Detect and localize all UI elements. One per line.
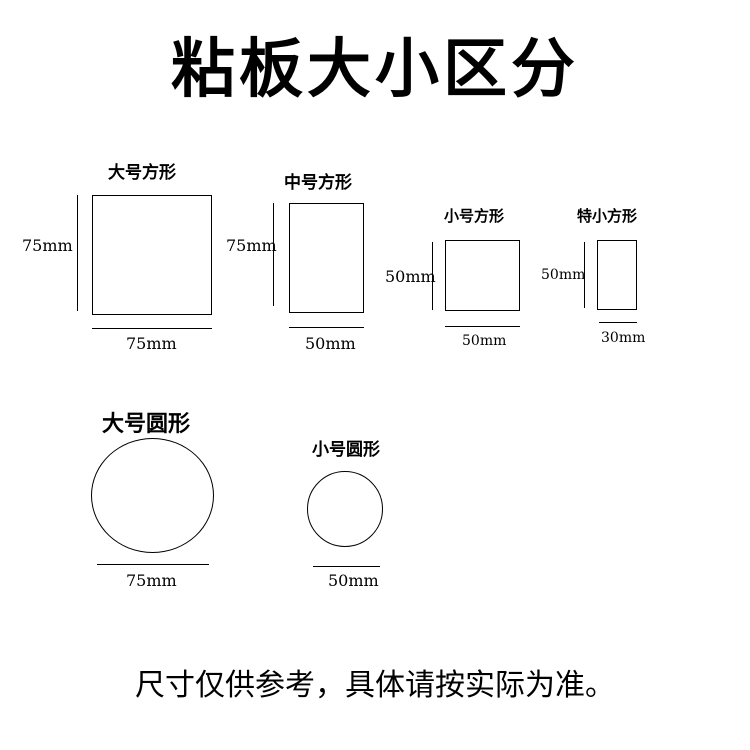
large-square-label: 大号方形 (108, 163, 176, 183)
small-square-width: 50mm (462, 333, 507, 349)
large-circle-diameter-line (97, 564, 209, 565)
large-square-width-line (92, 328, 212, 329)
medium-square-label: 中号方形 (284, 173, 352, 193)
extra-small-square-height: 50mm (541, 267, 586, 283)
small-circle-label: 小号圆形 (312, 440, 380, 460)
page-title: 粘板大小区分 (171, 33, 579, 107)
large-square-height: 75mm (22, 236, 73, 255)
extra-small-square-height-line (584, 242, 585, 308)
small-circle-diameter-line (313, 566, 380, 567)
large-square-height-line (77, 195, 78, 311)
small-square-height-line (432, 242, 433, 310)
small-square-height: 50mm (385, 267, 436, 286)
small-circle-shape (307, 471, 383, 547)
large-circle-diameter: 75mm (126, 571, 177, 590)
extra-small-square-shape (597, 240, 637, 310)
extra-small-square-width-line (599, 322, 637, 323)
extra-small-square-width: 30mm (601, 330, 646, 346)
large-square-shape (92, 195, 212, 315)
small-square-width-line (445, 326, 520, 327)
large-circle-label: 大号圆形 (102, 412, 191, 437)
large-square-width: 75mm (126, 334, 177, 353)
extra-small-square-label: 特小方形 (577, 207, 638, 225)
large-circle-shape (91, 438, 214, 553)
medium-square-width-line (289, 327, 364, 328)
medium-square-width: 50mm (305, 334, 356, 353)
medium-square-shape (289, 203, 364, 313)
small-square-shape (445, 240, 520, 311)
medium-square-height: 75mm (226, 236, 277, 255)
small-circle-diameter: 50mm (328, 571, 379, 590)
disclaimer-text: 尺寸仅供参考，具体请按实际为准。 (135, 668, 615, 703)
small-square-label: 小号方形 (444, 207, 505, 225)
medium-square-height-line (273, 203, 274, 306)
